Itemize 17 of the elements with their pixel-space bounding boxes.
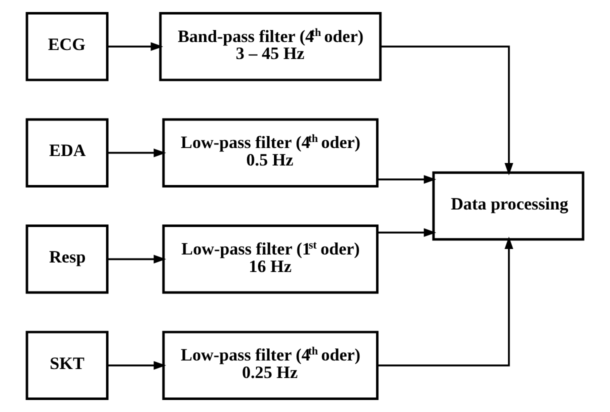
arrow (380, 46, 514, 176)
arrow (377, 236, 514, 366)
node-box: ECG (26, 12, 108, 82)
arrow (378, 228, 436, 237)
node-box: Resp (26, 224, 108, 294)
arrow (108, 254, 166, 264)
node-box: Low-pass filter (4$^{th}$ oder) 0.25 Hz (162, 330, 379, 400)
arrow (108, 42, 164, 51)
node-box: Data processing (432, 171, 584, 241)
arrow (108, 148, 166, 158)
node-box: SKT (26, 330, 108, 400)
node-box: Low-pass filter (4$^{th}$ oder) 0.5 Hz (162, 118, 379, 188)
node-box: EDA (26, 118, 108, 188)
node-box: Band-pass filter (4$^{th}$ oder) 3 – 45 Hz (159, 12, 382, 82)
arrow (108, 361, 166, 370)
node-box: Low-pass filter (1$^{st}$ oder) 16 Hz (162, 224, 379, 294)
arrow (378, 175, 436, 184)
